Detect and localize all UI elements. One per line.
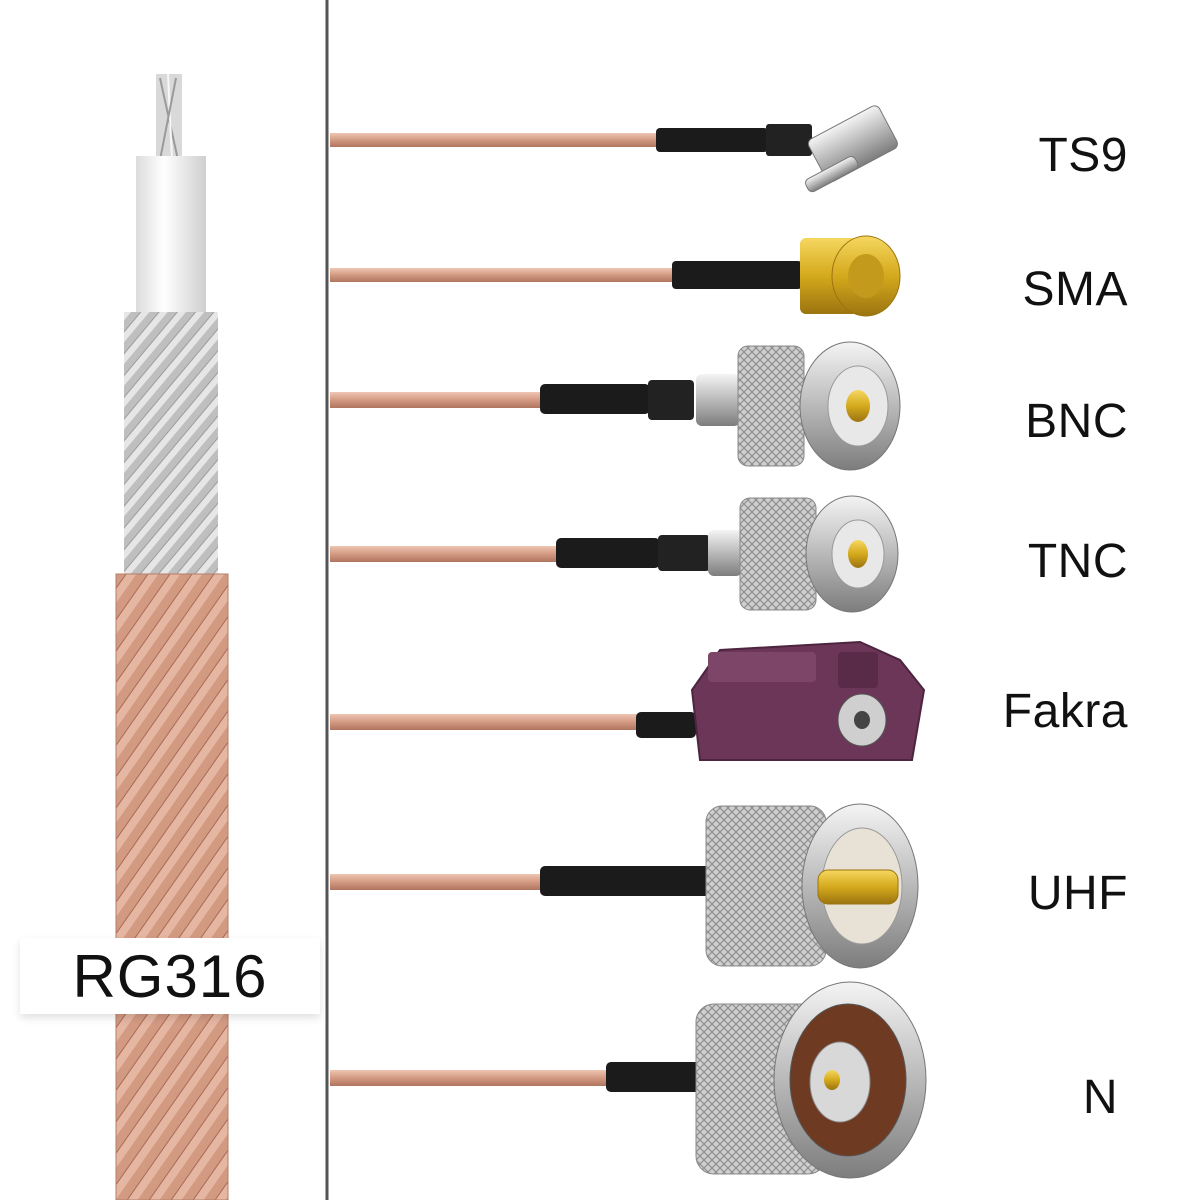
sma-connector-assembly (330, 235, 901, 317)
connector-label-n: N (1082, 1071, 1118, 1124)
connector-label-uhf: UHF (1027, 867, 1128, 920)
cable-cutaway (115, 73, 229, 1200)
copper-braid-jacket (116, 574, 228, 1200)
ts9-connector-assembly (330, 105, 898, 193)
n-connector-assembly (330, 981, 927, 1179)
center-conductor (156, 73, 182, 164)
silver-braid-shield (124, 312, 218, 584)
tnc-connector-assembly (330, 495, 899, 613)
bnc-connector-assembly (330, 341, 901, 471)
uhf-connector-assembly (330, 803, 919, 969)
cable-type-text: RG316 (72, 942, 268, 1010)
connector-label-fakra: Fakra (1002, 685, 1128, 738)
connector-label-ts9: TS9 (1038, 129, 1128, 182)
connector-label-bnc: BNC (1025, 395, 1128, 448)
dielectric-layer (136, 156, 206, 316)
connector-label-tnc: TNC (1027, 535, 1128, 588)
fakra-connector-assembly (330, 640, 926, 761)
connector-label-sma: SMA (1022, 263, 1128, 316)
cable-type-label: RG316 (20, 938, 320, 1014)
